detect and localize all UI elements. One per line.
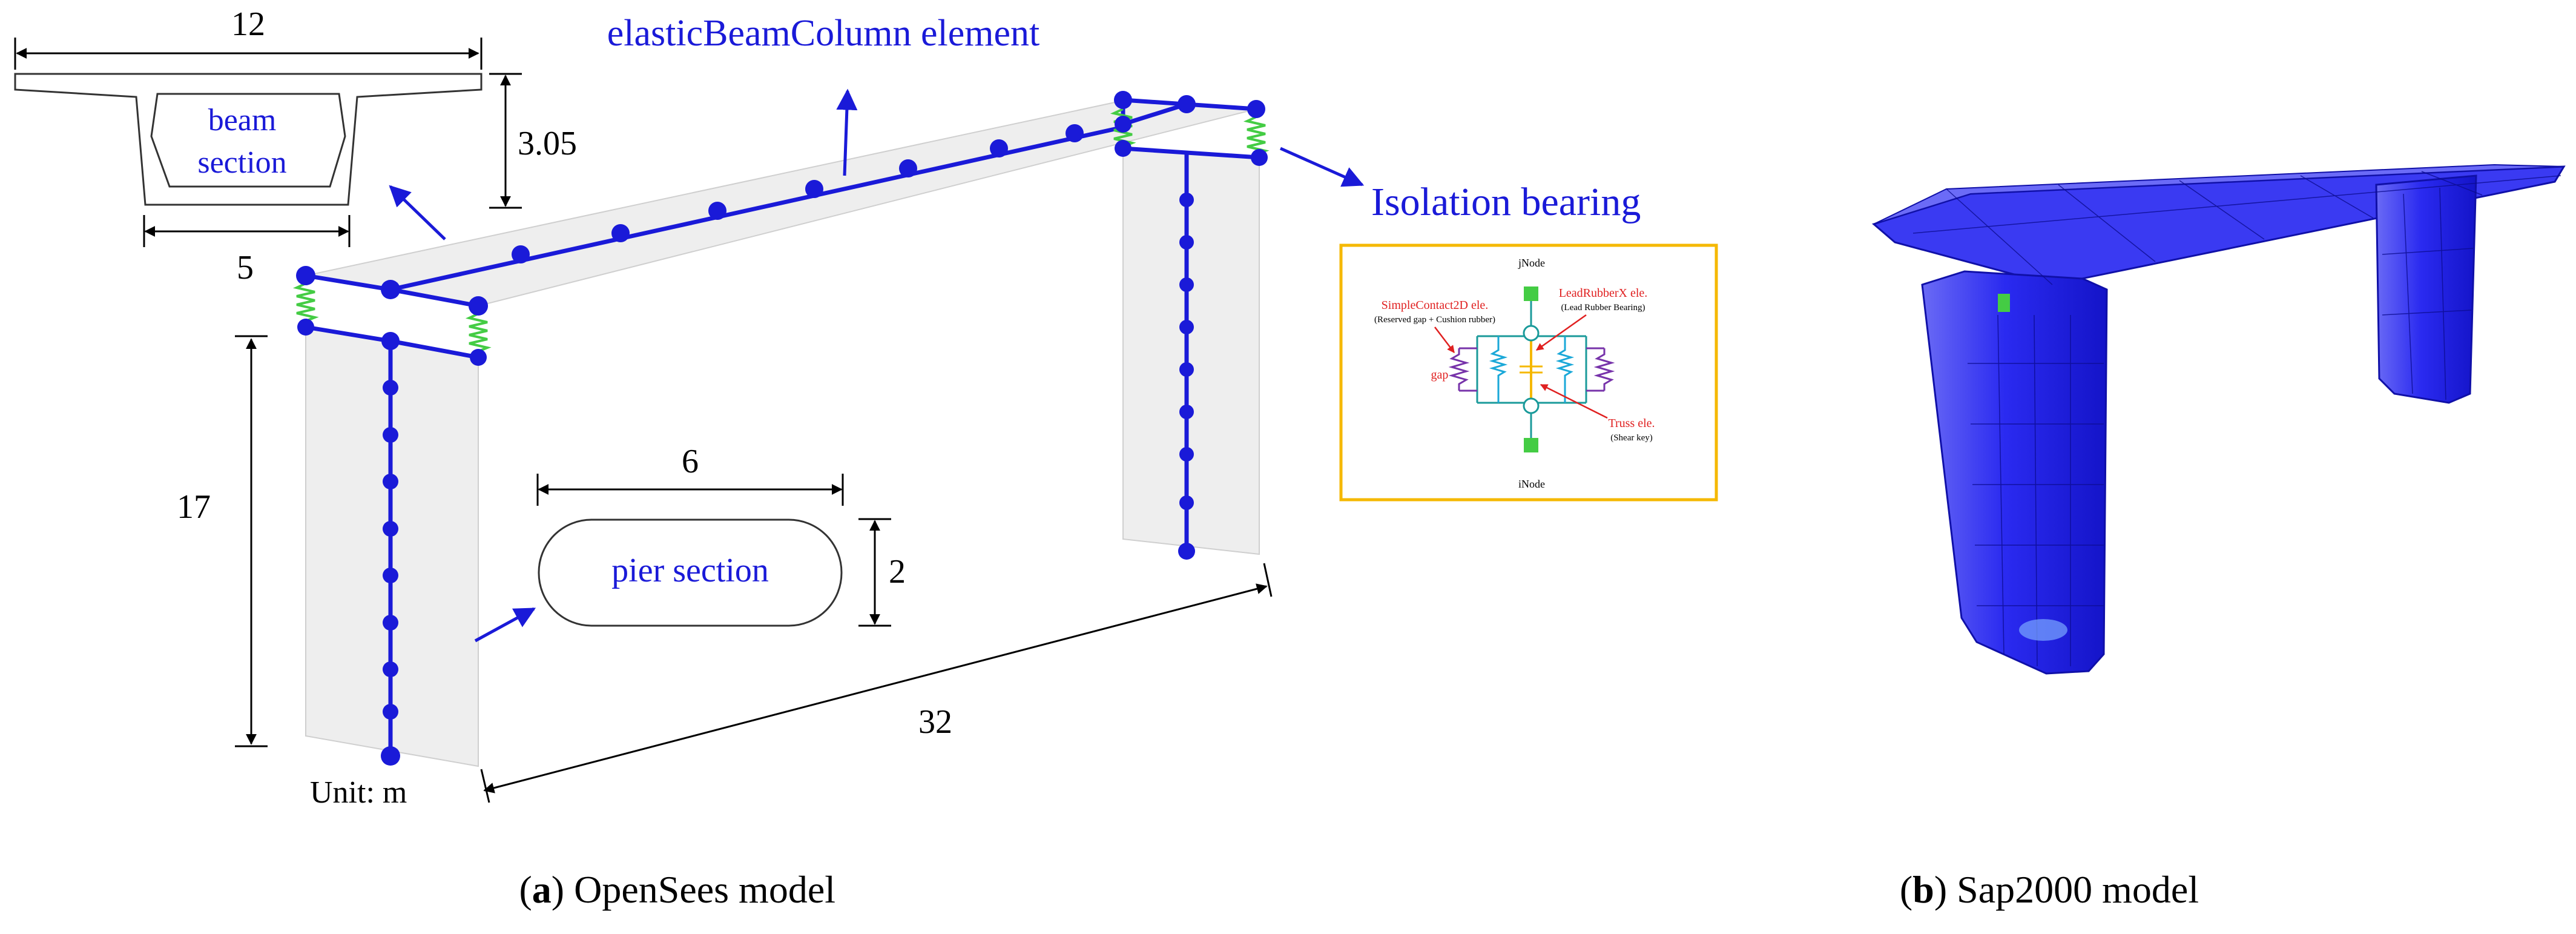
inset-rubber-springs bbox=[1489, 336, 1575, 403]
dim-span: 32 bbox=[918, 703, 952, 741]
inset-simplecontact-note: (Reserved gap + Cushion rubber) bbox=[1374, 315, 1495, 325]
caption-b: (b) Sap2000 model bbox=[1900, 868, 2199, 911]
svg-text:(b) Sap2000 model: (b) Sap2000 model bbox=[1900, 868, 2199, 911]
beam-section-label-line2: section bbox=[197, 145, 286, 180]
sap-pier-base-highlight bbox=[2019, 619, 2067, 641]
isolation-arrow bbox=[1279, 147, 1365, 187]
dim-pier-width: 6 bbox=[682, 443, 699, 480]
inset-bottom-node bbox=[1524, 438, 1538, 452]
dim-deck-width: 12 bbox=[231, 5, 265, 43]
element-label: elasticBeamColumn element bbox=[607, 13, 1040, 54]
panel-a-opensees: beam section 12 3.05 5 17 bbox=[14, 5, 1718, 810]
sap-left-pier bbox=[1921, 270, 2108, 675]
inset-pointer bbox=[1540, 383, 1608, 419]
dim-tick bbox=[480, 769, 490, 803]
sap-deck-top bbox=[1873, 164, 2564, 225]
sap-right-pier bbox=[2375, 174, 2477, 404]
inset-jnode-label: jNode bbox=[1518, 257, 1545, 269]
dim-pier-thickness: 2 bbox=[889, 553, 906, 591]
isolation-bearing-inset: jNode iNode bbox=[1339, 243, 1718, 502]
element-arrow bbox=[836, 88, 858, 176]
dim-beam-depth: 3.05 bbox=[518, 125, 577, 162]
sap-bearing-marker bbox=[1998, 294, 2010, 312]
inset-inode-label: iNode bbox=[1518, 478, 1545, 490]
inset-leadrubber-label: LeadRubberX ele. bbox=[1559, 286, 1648, 300]
pier-section-arrow bbox=[474, 607, 536, 643]
dim-bottom-width: 5 bbox=[237, 249, 254, 286]
inset-top-node bbox=[1524, 286, 1538, 301]
inset-truss-note: (Shear key) bbox=[1610, 433, 1653, 443]
sap-mesh bbox=[1912, 171, 2561, 667]
right-pier-panel bbox=[1122, 147, 1260, 555]
caption-a: (a) OpenSees model bbox=[519, 868, 835, 911]
inset-simplecontact-label: SimpleContact2D ele. bbox=[1382, 299, 1489, 312]
model-nodes bbox=[296, 91, 1268, 766]
pier-section-label: pier section bbox=[611, 552, 769, 589]
inset-j-circle bbox=[1523, 325, 1540, 342]
inset-pointer bbox=[1535, 314, 1587, 351]
inset-gap-label: gap bbox=[1431, 368, 1449, 382]
inset-i-circle bbox=[1523, 397, 1540, 414]
beam-section-arrow bbox=[389, 185, 446, 240]
inset-truss-label: Truss ele. bbox=[1608, 417, 1655, 430]
unit-label: Unit: m bbox=[310, 775, 407, 810]
dim-tick bbox=[1263, 563, 1273, 597]
inset-pointer bbox=[1434, 326, 1455, 353]
inset-gap-springs bbox=[1448, 347, 1615, 392]
dim-span-line bbox=[483, 583, 1268, 793]
inset-leadrubber-note: (Lead Rubber Bearing) bbox=[1561, 303, 1645, 313]
beam-section-shape bbox=[14, 73, 483, 206]
dim-pier-height: 17 bbox=[177, 488, 211, 526]
svg-text:(a) OpenSees model: (a) OpenSees model bbox=[519, 868, 835, 911]
beam-section-label-line1: beam bbox=[208, 103, 277, 137]
isolation-label: Isolation bearing bbox=[1371, 180, 1641, 224]
panel-b-sap2000 bbox=[1871, 164, 2566, 675]
